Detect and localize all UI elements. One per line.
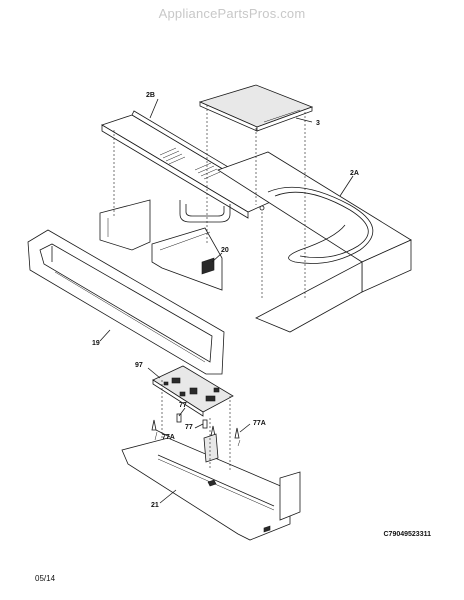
part-20-control-bracket [151,227,223,291]
diagram-id: C79049523311 [383,531,432,538]
callout-2A: 2A [350,170,359,177]
callout-97: 97 [135,362,143,369]
callout-77A-left: 77A [162,434,175,441]
part-97-control-board [152,365,234,417]
callout-21: 21 [151,502,159,509]
part-19-control-panel [27,229,225,375]
part-2A-element-housing [99,151,412,333]
callout-77-lower: 77 [185,424,193,431]
part-3-cover-plate [198,84,314,132]
callout-19: 19 [92,340,100,347]
site-watermark: AppliancePartsPros.com [158,6,306,21]
callout-77A-right: 77A [253,420,266,427]
leader-lines [99,98,354,504]
callout-2B: 2B [146,92,155,99]
callout-77-upper: 77 [179,402,187,409]
callout-3: 3 [316,120,320,127]
part-21-base-tray [121,433,301,541]
diagram-date: 05/14 [35,574,56,583]
callout-20: 20 [221,247,229,254]
